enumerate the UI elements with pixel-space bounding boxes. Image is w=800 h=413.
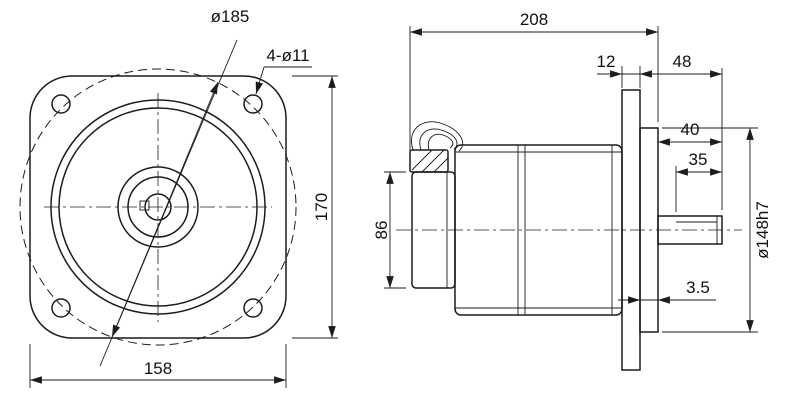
dimension-key-length: 35 <box>675 150 722 212</box>
diameter-arrow-lower <box>111 209 166 338</box>
dimension-text-spigot-diameter: ø148h7 <box>753 201 772 259</box>
hatch-line <box>411 149 433 171</box>
dimension-text-key-length: 35 <box>689 150 708 169</box>
dimension-spigot-step: 3.5 <box>618 278 716 304</box>
dashed-outline-circle <box>19 68 297 346</box>
shaft-bore-circle <box>144 193 172 221</box>
dimension-text-shaft-overhang: 48 <box>673 52 692 71</box>
wire-bundle <box>411 121 464 152</box>
mounting-hole-bottom-left <box>51 298 71 318</box>
dimension-text-shaft-length: 40 <box>681 120 700 139</box>
keyway-square <box>139 200 150 211</box>
lead-wire <box>411 121 464 152</box>
dimension-diameter: ø185 <box>99 7 250 367</box>
dimension-text-width: 158 <box>144 359 172 378</box>
dimension-holes: 4-ø11 <box>255 46 312 95</box>
dimension-overall-length: 208 <box>409 10 659 166</box>
dimension-shaft-length: 40 <box>658 120 722 146</box>
mounting-hole-top-right <box>243 94 263 114</box>
flange-outline <box>29 75 287 339</box>
mounting-hole-top-left <box>51 94 71 114</box>
dimension-text-body-height: 86 <box>372 221 391 240</box>
diameter-arrow-upper <box>164 81 219 211</box>
dimension-text-diameter: ø185 <box>211 7 250 26</box>
terminal-block <box>409 149 449 173</box>
leader-line <box>255 66 265 95</box>
dimension-spigot-diameter: ø148h7 <box>662 127 772 333</box>
dimension-text-holes: 4-ø11 <box>266 46 309 65</box>
dimension-flange-thickness: 12 <box>597 52 641 88</box>
dimension-text-height: 170 <box>312 193 331 221</box>
front-view: 158 170 ø185 4-ø11 <box>19 7 338 388</box>
mounting-hole-bottom-right <box>243 298 263 318</box>
hatch-line <box>421 149 445 173</box>
dimension-text-overall: 208 <box>520 10 548 29</box>
dimension-text-flange-thickness: 12 <box>597 52 616 71</box>
dimension-width: 158 <box>29 344 287 388</box>
dimension-shaft-overhang: 48 <box>640 52 723 210</box>
side-view: 208 12 48 40 35 <box>372 10 772 371</box>
hatch-line <box>433 157 449 173</box>
lead-wire <box>427 133 454 151</box>
dimension-height: 170 <box>292 75 338 339</box>
dimension-text-spigot-step: 3.5 <box>686 278 710 297</box>
dimension-body-height: 86 <box>372 171 406 289</box>
lead-wire <box>419 128 458 151</box>
